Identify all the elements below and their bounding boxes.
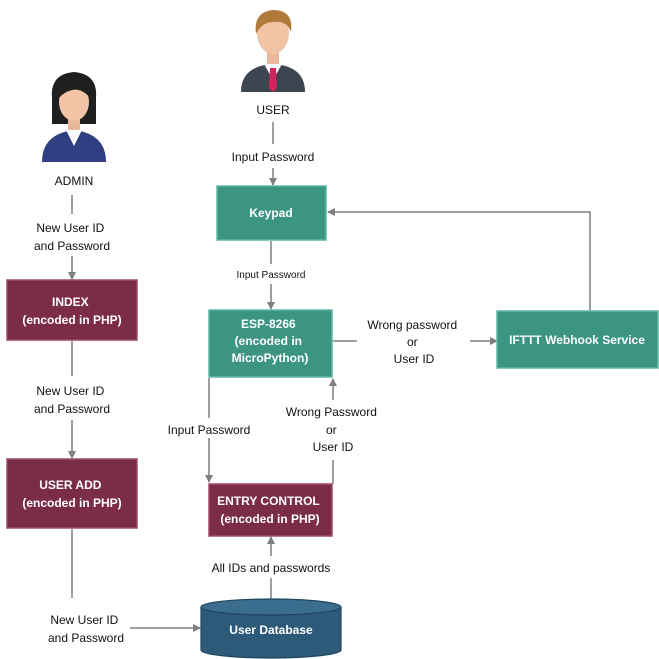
keypad-box [216, 185, 327, 241]
keypad-node: Keypad [216, 185, 327, 241]
edge-label-useradd-to-db-line1: New User ID [50, 613, 118, 627]
ifttt-label: IFTTT Webhook Service [509, 333, 645, 347]
edge-label-esp-to-ifttt-line1: Wrong password [367, 318, 457, 332]
edge-label-index-to-useradd: New User ID and Password [34, 384, 110, 416]
edge-label-entry-to-esp-line3: User ID [313, 440, 354, 454]
edge-label-index-to-useradd-line2: and Password [34, 402, 110, 416]
index-label: INDEX (encoded in PHP) [22, 295, 121, 327]
edge-label-useradd-to-db: New User ID and Password [48, 613, 124, 645]
edge-label-esp-to-ifttt-line3: User ID [394, 352, 435, 366]
user-add-label-line1: USER ADD [39, 478, 102, 492]
entry-control-box [208, 483, 333, 537]
user-database-label: User Database [229, 623, 313, 637]
index-label-line1: INDEX [52, 295, 89, 309]
edge-label-entry-to-esp-line1: Wrong Password [286, 405, 377, 419]
esp8266-label-line1: ESP-8266 [241, 317, 296, 331]
user-add-label: USER ADD (encoded in PHP) [22, 478, 121, 510]
edge-label-entry-to-esp-line2: or [326, 423, 337, 437]
database-cylinder-body [200, 607, 342, 659]
edge-label-admin-to-index-line1: New User ID [36, 221, 104, 235]
entry-control-label-line1: ENTRY CONTROL [217, 494, 319, 508]
edge-ifttt-to-keypad [327, 208, 591, 311]
edge-label-admin-to-index: New User ID and Password [34, 221, 110, 253]
index-label-line2: (encoded in PHP) [22, 313, 121, 327]
edge-label-keypad-to-esp: Input Password [237, 270, 306, 281]
index-box [6, 279, 138, 341]
admin-label: ADMIN [55, 174, 94, 188]
edge-label-esp-to-ifttt: Wrong password or User ID [367, 318, 460, 366]
ifttt-box [496, 310, 659, 369]
edge-label-useradd-to-db-line2: and Password [48, 631, 124, 645]
edge-label-esp-to-entry: Input Password [168, 423, 251, 437]
esp8266-node: ESP-8266 (encoded in MicroPython) [208, 309, 333, 378]
woman-admin-icon [42, 72, 106, 162]
user-add-label-line2: (encoded in PHP) [22, 496, 121, 510]
entry-control-label: ENTRY CONTROL (encoded in PHP) [217, 494, 323, 526]
esp8266-label-line2: (encoded in [235, 334, 302, 348]
entry-control-node: ENTRY CONTROL (encoded in PHP) [208, 483, 333, 537]
esp8266-label-line3: MicroPython) [232, 351, 309, 365]
edge-label-entry-to-esp: Wrong Password or User ID [286, 405, 381, 454]
user-add-node: USER ADD (encoded in PHP) [6, 458, 138, 529]
user-database-node: User Database [200, 598, 342, 659]
keypad-label: Keypad [249, 206, 292, 220]
man-user-icon [241, 10, 305, 92]
user-add-box [6, 458, 138, 529]
esp8266-label: ESP-8266 (encoded in MicroPython) [232, 317, 309, 365]
index-node: INDEX (encoded in PHP) [6, 279, 138, 341]
edge-label-db-to-entry: All IDs and passwords [212, 561, 331, 575]
esp8266-box [208, 309, 333, 378]
edge-label-index-to-useradd-line1: New User ID [36, 384, 104, 398]
edge-label-admin-to-index-line2: and Password [34, 239, 110, 253]
user-label: USER [256, 103, 290, 117]
edge-label-esp-to-ifttt-line2: or [407, 335, 418, 349]
ifttt-node: IFTTT Webhook Service [496, 310, 659, 369]
edge-label-user-to-keypad: Input Password [232, 150, 315, 164]
edges [68, 122, 591, 632]
database-cylinder-top [200, 598, 342, 616]
entry-control-label-line2: (encoded in PHP) [220, 512, 319, 526]
